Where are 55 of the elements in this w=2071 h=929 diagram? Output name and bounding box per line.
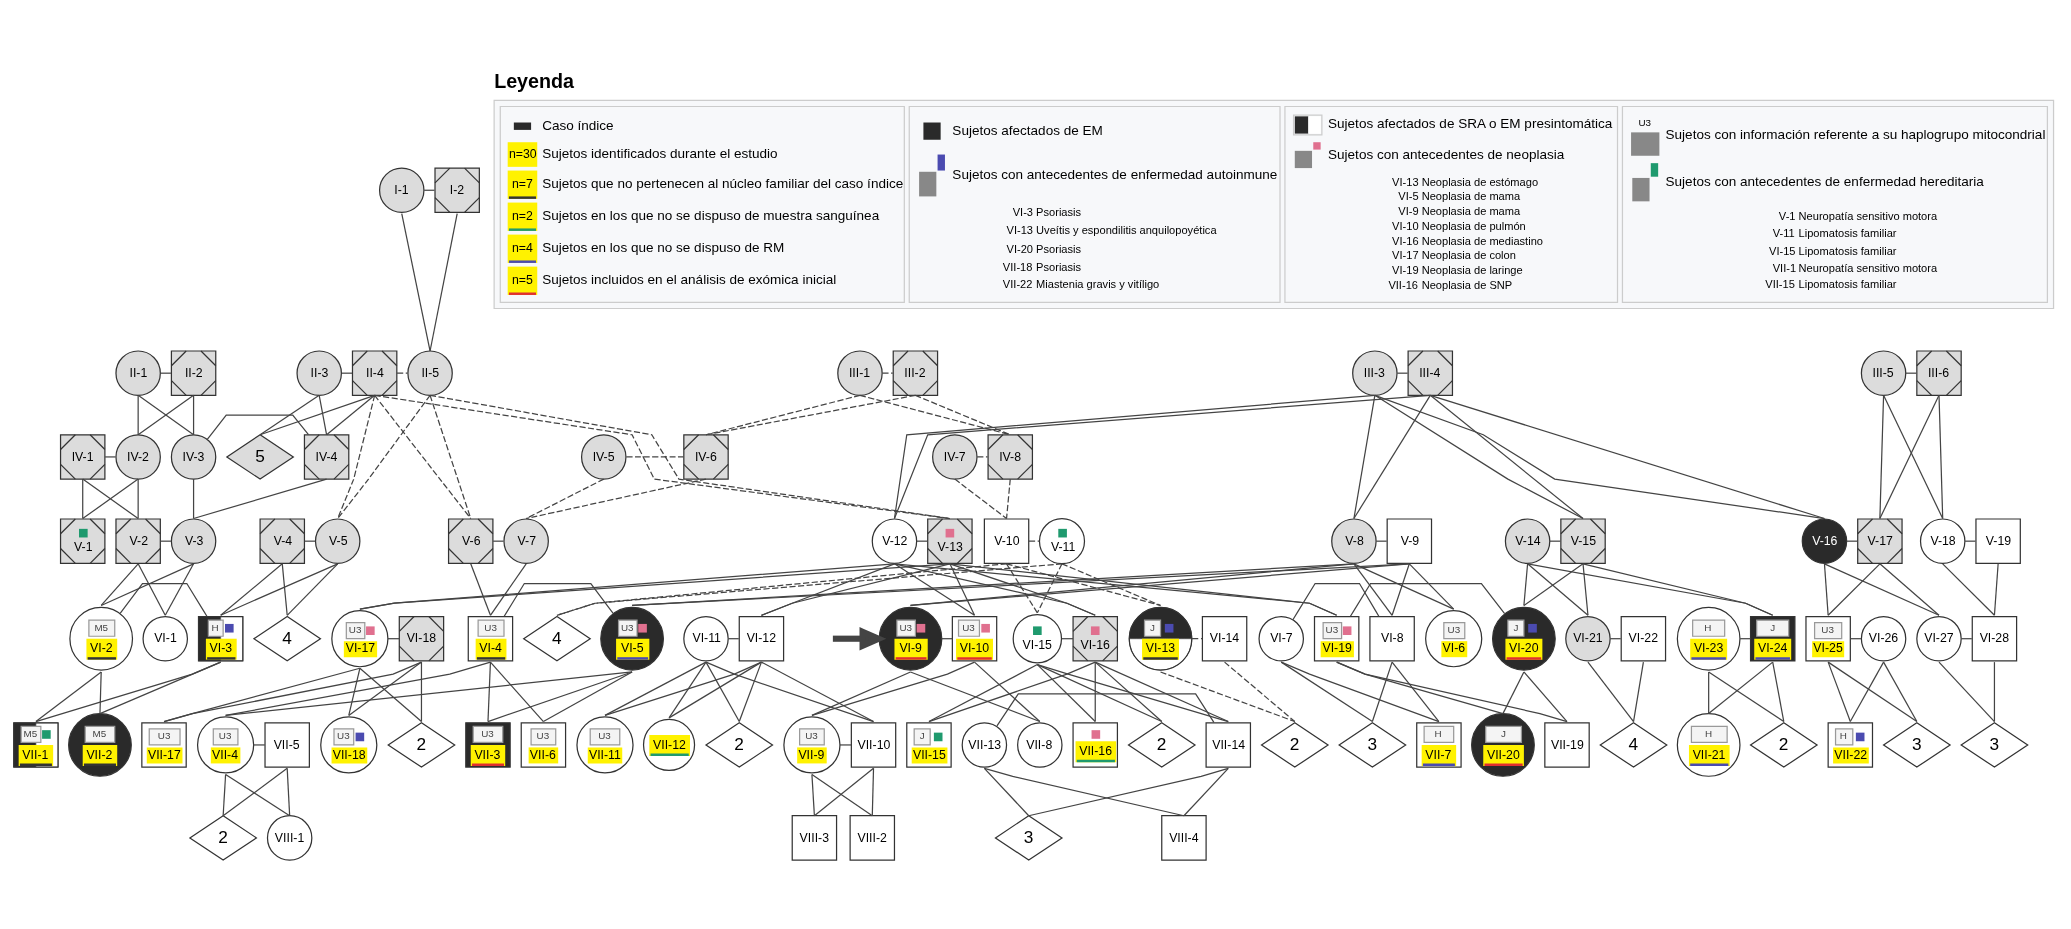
label: n=7	[511, 176, 533, 191]
legend-label: Sujetos en los que no se dispuso de muestra sanguínea	[542, 208, 880, 224]
label: Neoplasia de SNP	[1421, 279, 1513, 292]
label: VI-15	[1769, 244, 1796, 257]
legend-label: Sujetos con antecedentes de neoplasia	[1328, 146, 1565, 162]
label: VI-19	[1392, 264, 1419, 277]
label: Psoriasis	[1036, 242, 1082, 255]
legend-label: Sujetos incluidos en el análisis de exómica inicial	[542, 272, 837, 288]
label: Neoplasia de mama	[1421, 205, 1521, 218]
legend-label: Sujetos que no pertenecen al núcleo familiar del caso índice	[542, 176, 904, 192]
label: VII-18	[1002, 260, 1033, 273]
label: VI-13	[1392, 175, 1419, 188]
legend-label: Sujetos con antecedentes de enfermedad hereditaria	[1665, 173, 1984, 189]
label: Lipomatosis familiar	[1798, 227, 1897, 240]
label: Neoplasia de mediastino	[1421, 234, 1543, 247]
label: VII-1	[1772, 261, 1797, 274]
label: Lipomatosis familiar	[1798, 278, 1897, 291]
legend-label: Caso índice	[542, 117, 614, 133]
label: n=2	[511, 208, 533, 223]
label: Neuropatía sensitivo motora	[1798, 210, 1938, 223]
label: VI-10	[1392, 219, 1419, 232]
legend-label: Sujetos afectados de SRA o EM presintomática	[1328, 116, 1613, 132]
legend-label: Sujetos con información referente a su haplogrupo mitocondrial	[1665, 126, 2046, 142]
label: U3	[1638, 117, 1652, 129]
legend-label: Sujetos en los que no se dispuso de RM	[542, 240, 785, 256]
label: VI-13	[1006, 224, 1034, 237]
legend-label: Sujetos identificados durante el estudio	[542, 145, 778, 161]
label: VI-16	[1392, 234, 1419, 247]
label: Neoplasia de estómago	[1421, 175, 1539, 188]
label: Neoplasia de laringe	[1421, 264, 1523, 277]
label: Leyenda	[494, 69, 575, 92]
label: Psoriasis	[1036, 260, 1082, 273]
label: VI-17	[1392, 249, 1419, 262]
label: VI-5	[1398, 190, 1419, 203]
label: V-1	[1778, 210, 1796, 223]
label: V-11	[1772, 227, 1795, 240]
label: VII-16	[1388, 279, 1418, 292]
label: Miastenia gravis y vitíligo	[1036, 277, 1160, 290]
label: Lipomatosis familiar	[1798, 244, 1897, 257]
label: Neoplasia de pulmón	[1421, 219, 1526, 232]
label: Neoplasia de mama	[1421, 190, 1521, 203]
label: n=4	[511, 240, 533, 255]
label: Neoplasia de colon	[1421, 249, 1516, 262]
label: Psoriasis	[1036, 205, 1082, 218]
label: n=30	[508, 146, 537, 161]
label: Neuropatía sensitivo motora	[1798, 261, 1938, 274]
label: VII-22	[1002, 277, 1033, 290]
legend-label: Sujetos afectados de EM	[952, 122, 1103, 138]
label: Uveítis y espondilitis anquilopoyética	[1036, 224, 1217, 237]
label: VII-15	[1765, 278, 1795, 291]
label: VI-9	[1398, 205, 1419, 218]
label: VI-3	[1012, 205, 1034, 218]
label: n=5	[511, 272, 533, 287]
label: VI-20	[1006, 242, 1034, 255]
legend-label: Sujetos con antecedentes de enfermedad autoinmune	[952, 166, 1278, 182]
